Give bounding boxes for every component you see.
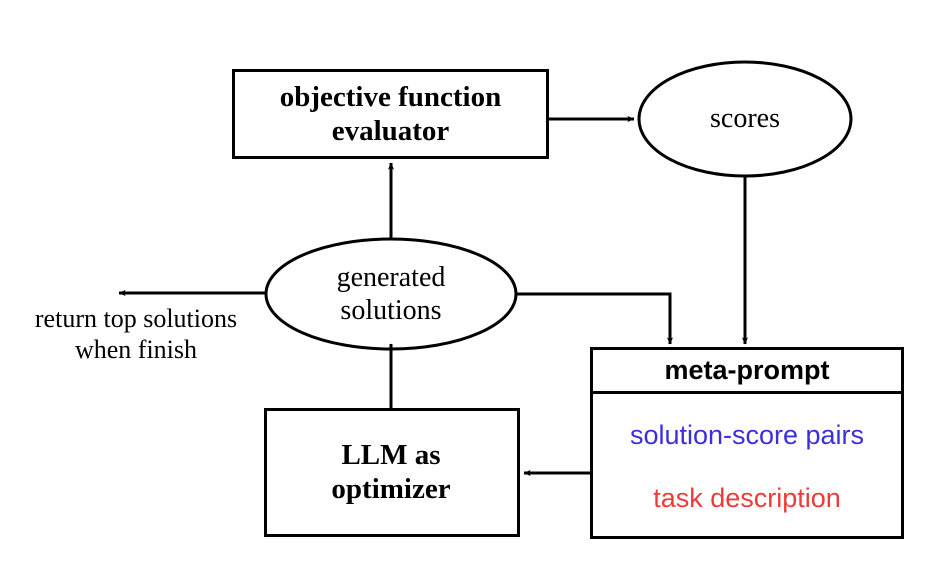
meta-prompt-header-text: meta-prompt [664,355,830,386]
return-note-line1: return top solutions [34,304,238,334]
generated-solutions-label: generated solutions [268,252,514,336]
meta-prompt-box [590,347,904,539]
llm-optimizer-label-line1: LLM as [341,438,441,471]
return-top-solutions-note: return top solutions when finish [0,300,272,370]
generated-solutions-label-line1: generated [336,261,446,293]
return-note-line2: when finish [74,335,198,364]
edge-generated-solutions-to-meta-prompt [516,292,673,345]
evaluator-box [232,69,549,159]
meta-prompt-row-solution-score-pairs: solution-score pairs [592,418,902,454]
scores-label: scores [640,95,850,143]
evaluator-label-line1: objective function [279,80,502,113]
evaluator-label: objective function evaluator [235,72,546,156]
solution-score-pairs-text: solution-score pairs [629,420,865,451]
llm-optimizer-label-line2: optimizer [331,473,451,505]
llm-optimizer-box [264,408,520,537]
meta-prompt-header-label: meta-prompt [592,352,902,390]
generated-solutions-label-line2: solutions [340,295,442,326]
llm-optimizer-label: LLM as optimizer [266,430,516,514]
task-description-text: task description [653,483,841,514]
meta-prompt-row-task-description: task description [592,481,902,517]
scores-label-text: scores [710,103,780,135]
evaluator-label-line2: evaluator [331,115,450,147]
